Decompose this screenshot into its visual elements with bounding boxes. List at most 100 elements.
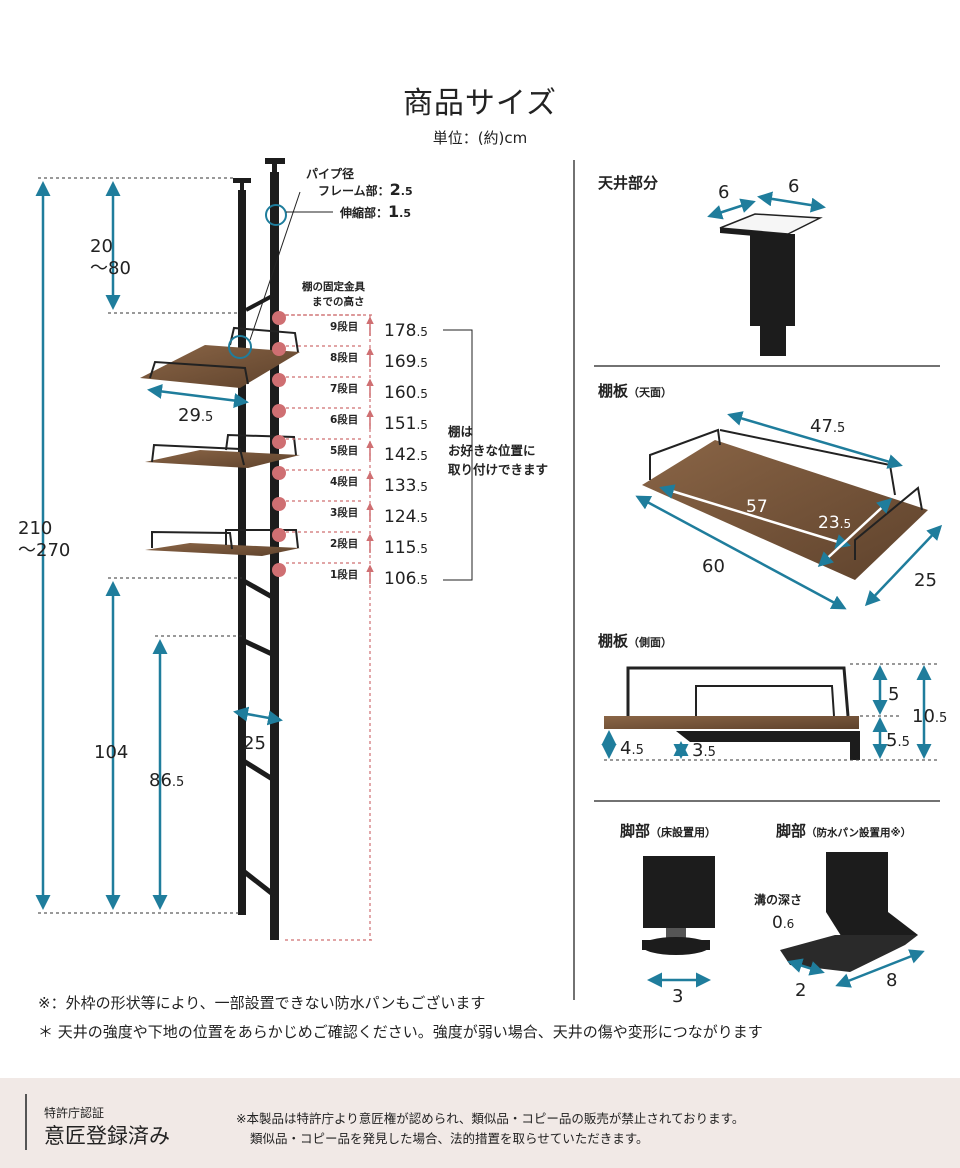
ceiling-part-illustration [719,213,823,356]
svg-text:脚部（床設置用）: 脚部（床設置用） [620,822,716,840]
level-label: 1段目 [330,568,358,581]
foot-floor-width: 3 [672,986,683,1007]
ext-label: 伸縮部： [339,205,388,220]
side-height-10-5: 10 [912,706,935,727]
side-height-3-5: 3 [692,740,703,761]
level-height: 133.5 [384,476,428,496]
svg-text:4.5: 4.5 [620,738,644,759]
level-dot [272,342,286,356]
level-label: 6段目 [330,413,358,426]
level-8: 8段目 169.5 [272,342,428,372]
svg-text:5.5: 5.5 [886,730,910,751]
level-1: 1段目 106.5 [272,562,428,589]
shelf-note-2: お好きな位置に [448,443,536,458]
level-6: 6段目 151.5 [272,404,428,434]
level-3: 3段目 124.5 [272,497,428,527]
groove-value-dec: .6 [783,917,794,931]
level-dot [272,563,286,577]
level-height: 142.5 [384,445,428,465]
side-height-3-5-dec: .5 [703,745,715,760]
shelf-depth-dec: .5 [201,410,213,425]
top-gap-value-2: ～80 [90,258,131,279]
svg-text:3.5: 3.5 [692,740,716,761]
foot-pan-illustration [780,852,918,972]
level-label: 9段目 [330,320,358,333]
unit-label: 単位：(約)cm [432,129,528,147]
foot-floor-illustration [642,856,715,955]
level-dot [272,466,286,480]
dimension-diagram: パイプ径 フレーム部：2.5 伸縮部：1.5 20 ～80 2 10 ～270 1… [18,158,947,1007]
patent-line-1: ※本製品は特許庁より意匠権が認められ、類似品・コピー品の販売が禁止されております… [236,1111,745,1126]
height-104-value: 104 [94,742,128,763]
level-label: 3段目 [330,506,358,519]
groove-label: 溝の深さ [754,892,802,907]
shelf-inner-depth: 23.5 [818,513,851,533]
level-label: 4段目 [330,475,358,488]
level-height: 106.5 [384,569,428,589]
ceiling-width-1: 6 [718,182,729,203]
svg-text:棚板（側面）: 棚板（側面） [598,632,672,650]
patent-small: 特許庁認証 [44,1106,105,1120]
side-height-5-5-dec: .5 [897,735,909,750]
side-height-4-5: 4 [620,738,631,759]
level-height: 124.5 [384,507,428,527]
total-height-value-2: ～270 [18,540,70,561]
level-height: 169.5 [384,352,428,372]
svg-text:棚板（天面）: 棚板（天面） [598,382,672,400]
level-dot [272,311,286,325]
svg-text:フレーム部：2.5: フレーム部：2.5 [318,180,413,199]
pipe-heading: パイプ径 [306,166,354,181]
shelf-top-heading: 棚板 [598,382,629,400]
level-height: 151.5 [384,414,428,434]
note-1: ※：外枠の形状等により、一部設置できない防水パンもございます [38,994,486,1012]
height-86-dec: .5 [172,775,184,790]
level-dot [272,435,286,449]
side-height-5: 5 [888,684,899,705]
bracket-header-1: 棚の固定金具 [302,280,365,293]
ceiling-heading: 天井部分 [598,174,658,192]
width-25-value: 25 [243,733,266,754]
level-5: 5段目 142.5 [272,435,428,465]
frame-value: 2 [390,180,401,199]
level-dot [272,528,286,542]
top-gap-value: 20 [90,236,113,257]
ext-value-dec: .5 [399,207,411,220]
level-label: 5段目 [330,444,358,457]
side-height-5-5: 5 [886,730,897,751]
height-86-value: 86 [149,770,172,791]
svg-text:脚部（防水パン設置用※）: 脚部（防水パン設置用※） [776,822,911,840]
level-label: 8段目 [330,351,358,364]
frame-value-dec: .5 [401,185,413,198]
shelf-bottom-illustration [145,529,300,556]
shelf-rail-value: 47.5 [810,416,845,437]
svg-text:86.5: 86.5 [149,770,184,791]
shelf-note-1: 棚は [448,424,474,439]
shelf-top-sub: （天面） [628,386,672,399]
side-height-10-5-dec: .5 [935,711,947,726]
level-dot [272,497,286,511]
shelf-side-illustration [604,666,860,760]
foot-pan-heading: 脚部 [776,822,806,840]
side-height-4-5-dec: .5 [631,743,643,758]
shelf-side-heading: 棚板 [598,632,629,650]
shelf-width-value: 60 [702,556,725,577]
patent-line-2: 類似品・コピー品を発見した場合、法的措置を取らせていただきます。 [250,1131,649,1146]
foot-pan-sub: （防水パン設置用※） [806,826,911,839]
svg-text:29.5: 29.5 [178,405,213,426]
svg-text:伸縮部：1.5: 伸縮部：1.5 [339,202,411,221]
level-height: 160.5 [384,383,428,403]
footer-divider [25,1094,27,1150]
level-4: 4段目 133.5 [272,466,428,496]
groove-value: 0 [772,913,783,933]
level-label: 2段目 [330,537,358,550]
note-2: ＊ 天井の強度や下地の位置をあらかじめご確認ください。強度が弱い場合、天井の傷や… [38,1023,763,1041]
shelf-top-illustration [140,326,300,388]
bracket-header-2: までの高さ [312,295,365,308]
frame-label: フレーム部： [318,183,390,198]
svg-text:0.6: 0.6 [772,913,794,933]
shelf-note-3: 取り付けできます [448,462,548,477]
level-dot [272,404,286,418]
